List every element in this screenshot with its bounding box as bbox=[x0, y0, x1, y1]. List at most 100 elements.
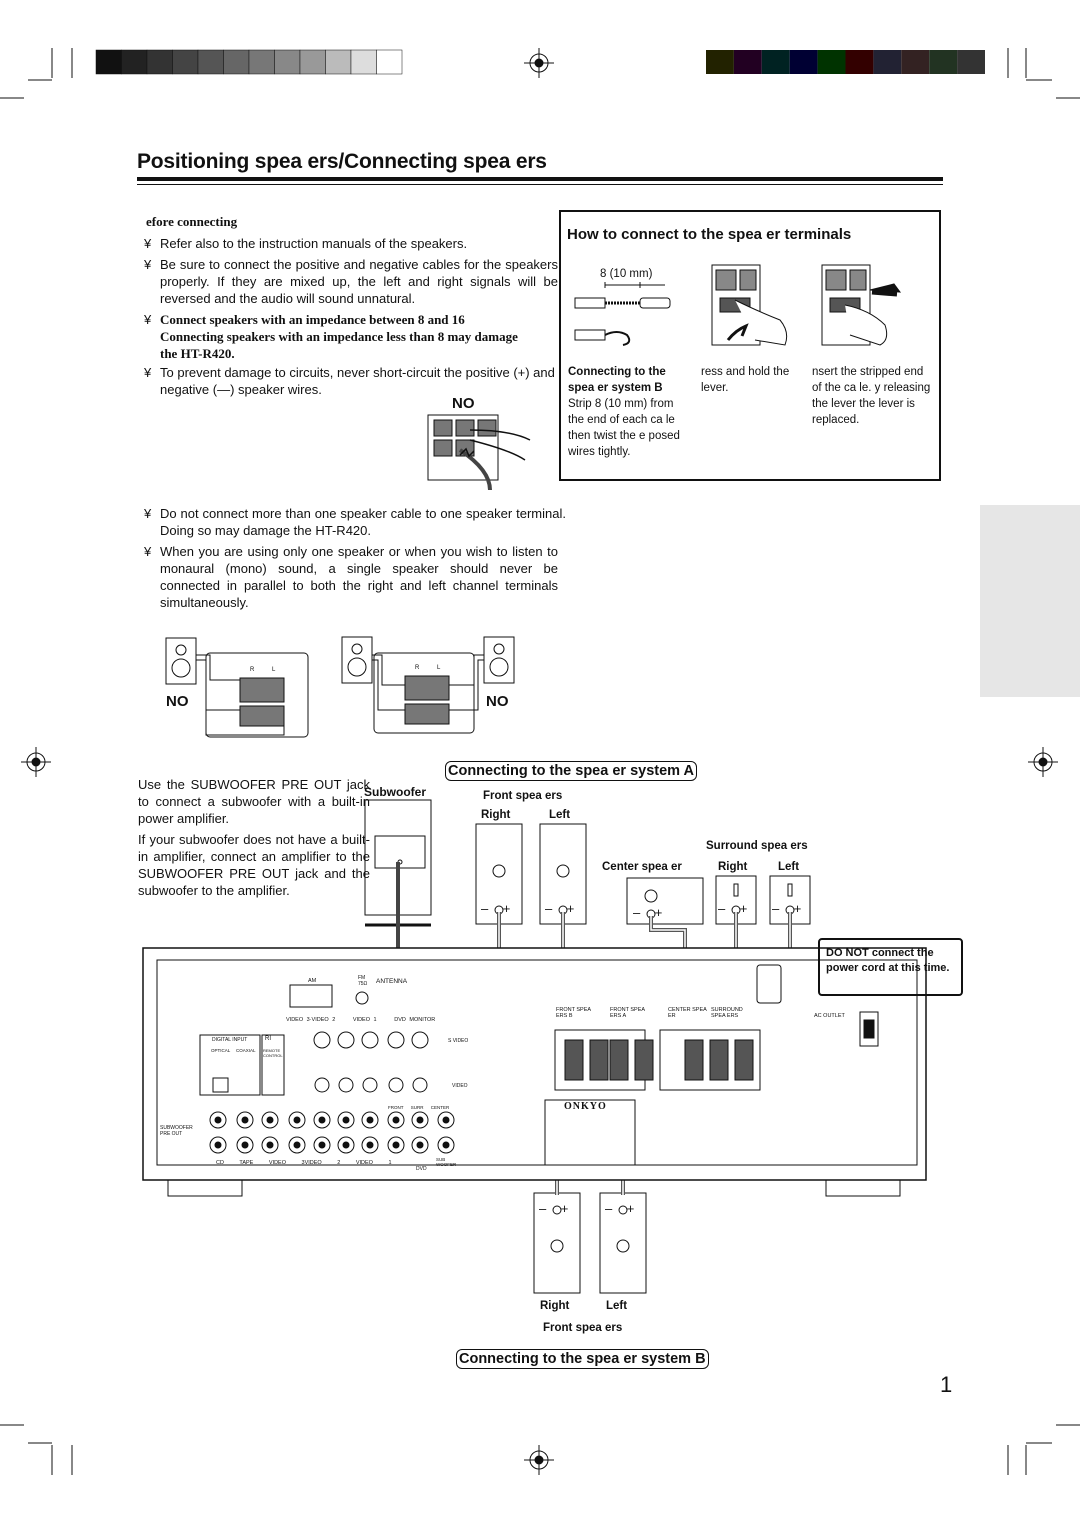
gray-color-bar bbox=[95, 49, 403, 75]
side-tab bbox=[980, 505, 1080, 697]
color-swatch bbox=[197, 49, 224, 75]
subwoofer-text-1: Use the SUBWOOFER PRE OUT jack to connec… bbox=[138, 777, 370, 826]
s-video-jack bbox=[411, 1031, 429, 1049]
color-swatch bbox=[789, 50, 818, 74]
no-label-parallel-left: NO bbox=[166, 693, 189, 710]
dvd-bottom-label: DVD bbox=[416, 1166, 427, 1172]
system-b-heading: Connecting to the spea er system B bbox=[456, 1349, 709, 1369]
speaker-terminal bbox=[609, 1039, 629, 1081]
system-b-front-label: Front spea ers bbox=[543, 1322, 623, 1334]
front-right-label: Right bbox=[481, 809, 511, 821]
system-b-left-label: Left bbox=[606, 1300, 628, 1312]
ri-label: RI bbox=[265, 1036, 271, 1042]
ac-outlet-label: AC OUTLET bbox=[814, 1013, 845, 1019]
bullet-4: ¥ To prevent damage to circuits, never s… bbox=[144, 365, 555, 397]
step2-text: ress and hold the lever. bbox=[701, 366, 790, 394]
insert-wire-illustration bbox=[821, 264, 902, 346]
system-b-right-label: Right bbox=[540, 1300, 570, 1312]
center-speaker-terminal-label: CENTER SPEA ER bbox=[668, 1007, 707, 1019]
registration-target-left bbox=[21, 747, 51, 777]
terminals-box-heading: How to connect to the spea er terminals bbox=[567, 226, 852, 243]
s-video-jack bbox=[337, 1031, 355, 1049]
speaker-terminal bbox=[634, 1039, 654, 1081]
s-video-jack bbox=[313, 1031, 331, 1049]
color-swatch bbox=[350, 49, 377, 75]
sub-woofer-label: SUB WOOFER bbox=[436, 1157, 457, 1167]
color-swatch bbox=[901, 50, 930, 74]
speakers-system-b bbox=[533, 1192, 647, 1294]
s-video-jack bbox=[361, 1031, 379, 1049]
front-speakers-a-label: FRONT SPEA ERS A bbox=[610, 1007, 645, 1019]
strip-dimension: 8 (10 mm) bbox=[600, 268, 653, 280]
color-swatch bbox=[761, 50, 790, 74]
press-lever-illustration bbox=[711, 264, 788, 346]
registration-target-right bbox=[1028, 747, 1058, 777]
color-swatch bbox=[845, 50, 874, 74]
polarity-b-right: – + bbox=[539, 1201, 569, 1216]
surround-speakers-label: Surround spea ers bbox=[706, 840, 808, 852]
parallel-left-l: L bbox=[272, 667, 276, 673]
bullet-6: ¥ When you are using only one speaker or… bbox=[144, 544, 558, 610]
before-connecting-heading: efore connecting bbox=[146, 214, 238, 229]
step1-text: Strip 8 (10 mm) from the end of each ca … bbox=[568, 398, 680, 458]
step1-title: Connecting to the spea er system B bbox=[568, 366, 666, 394]
optical-label: OPTICAL bbox=[211, 1048, 231, 1053]
parallel-left-r: R bbox=[250, 667, 255, 673]
subwoofer-pre-out-label: SUBWOOFER PRE OUT bbox=[160, 1125, 193, 1137]
bottom-row-labels: CD TAPE VIDEO 3VIDEO 2 VIDEO 1 bbox=[216, 1160, 392, 1166]
color-swatch bbox=[376, 49, 403, 75]
antenna-label: ANTENNA bbox=[376, 978, 408, 985]
page-number: 1 bbox=[940, 1372, 953, 1397]
bullet-2: ¥ Be sure to connect the positive and ne… bbox=[144, 257, 558, 306]
polarity-front-left: – + bbox=[545, 901, 575, 916]
s-video-label: S VIDEO bbox=[448, 1038, 469, 1044]
video-row-labels: VIDEO 3·VIDEO 2 VIDEO 1 DVD MONITOR bbox=[286, 1017, 436, 1023]
speaker-terminal bbox=[589, 1039, 609, 1081]
surround-left-label: Left bbox=[778, 861, 800, 873]
parallel-right-r: R bbox=[415, 665, 420, 671]
color-swatch bbox=[873, 50, 902, 74]
parallel-left-illustration bbox=[165, 637, 309, 738]
no-label-parallel-right: NO bbox=[486, 693, 509, 710]
fm-label: FM 75Ω bbox=[358, 975, 368, 987]
onkyo-logo: ONKYO bbox=[564, 1101, 607, 1112]
title-rule-thin bbox=[137, 184, 943, 185]
speaker-terminal bbox=[734, 1039, 754, 1081]
wire-strip-illustration bbox=[574, 282, 671, 346]
remote-control-label: REMOTE CONTROL bbox=[263, 1048, 283, 1058]
polarity-surround-right: – + bbox=[718, 901, 748, 916]
parallel-right-l: L bbox=[437, 665, 441, 671]
polarity-surround-left: – + bbox=[772, 901, 802, 916]
center-speaker-label: Center spea er bbox=[602, 861, 682, 873]
color-swatch bbox=[733, 50, 762, 74]
front-speakers-b-label: FRONT SPEA ERS B bbox=[556, 1007, 591, 1019]
terminal-instructions-box bbox=[559, 210, 941, 481]
subwoofer-text-2: If your subwoofer does not have a built-… bbox=[138, 832, 370, 898]
digital-input-label: DIGITAL INPUT bbox=[212, 1037, 248, 1043]
polarity-b-left: – + bbox=[605, 1201, 635, 1216]
subwoofer-label: Subwoofer bbox=[364, 785, 426, 799]
color-swatch bbox=[223, 49, 250, 75]
no-label-short-circuit: NO bbox=[452, 395, 475, 412]
s-video-jack bbox=[387, 1031, 405, 1049]
coaxial-label: COAXIAL bbox=[236, 1048, 256, 1053]
bullet-1: ¥ Refer also to the instruction manuals … bbox=[144, 236, 468, 251]
color-swatch bbox=[172, 49, 199, 75]
surround-speakers-terminal-label: SURROUND SPEA ERS bbox=[711, 1007, 743, 1019]
front-speakers-label: Front spea ers bbox=[483, 790, 563, 802]
color-swatch bbox=[957, 50, 985, 74]
bullet-3-impedance: ¥ Connect speakers with an impedance bet… bbox=[144, 312, 518, 361]
title-rule bbox=[137, 177, 943, 181]
bullet-5: ¥ Do not connect more than one speaker c… bbox=[144, 506, 566, 538]
color-bar bbox=[706, 50, 985, 74]
color-swatch bbox=[325, 49, 352, 75]
front-left-label: Left bbox=[549, 809, 571, 821]
color-swatch bbox=[929, 50, 958, 74]
color-swatch bbox=[706, 50, 734, 74]
surround-right-label: Right bbox=[718, 861, 748, 873]
speaker-terminal bbox=[564, 1039, 584, 1081]
video-label: VIDEO bbox=[452, 1083, 468, 1089]
front-surr-center-labels: FRONT SURR CENTER bbox=[388, 1105, 450, 1110]
short-circuit-illustration bbox=[427, 414, 531, 491]
system-a-heading: Connecting to the spea er system A bbox=[445, 761, 698, 781]
